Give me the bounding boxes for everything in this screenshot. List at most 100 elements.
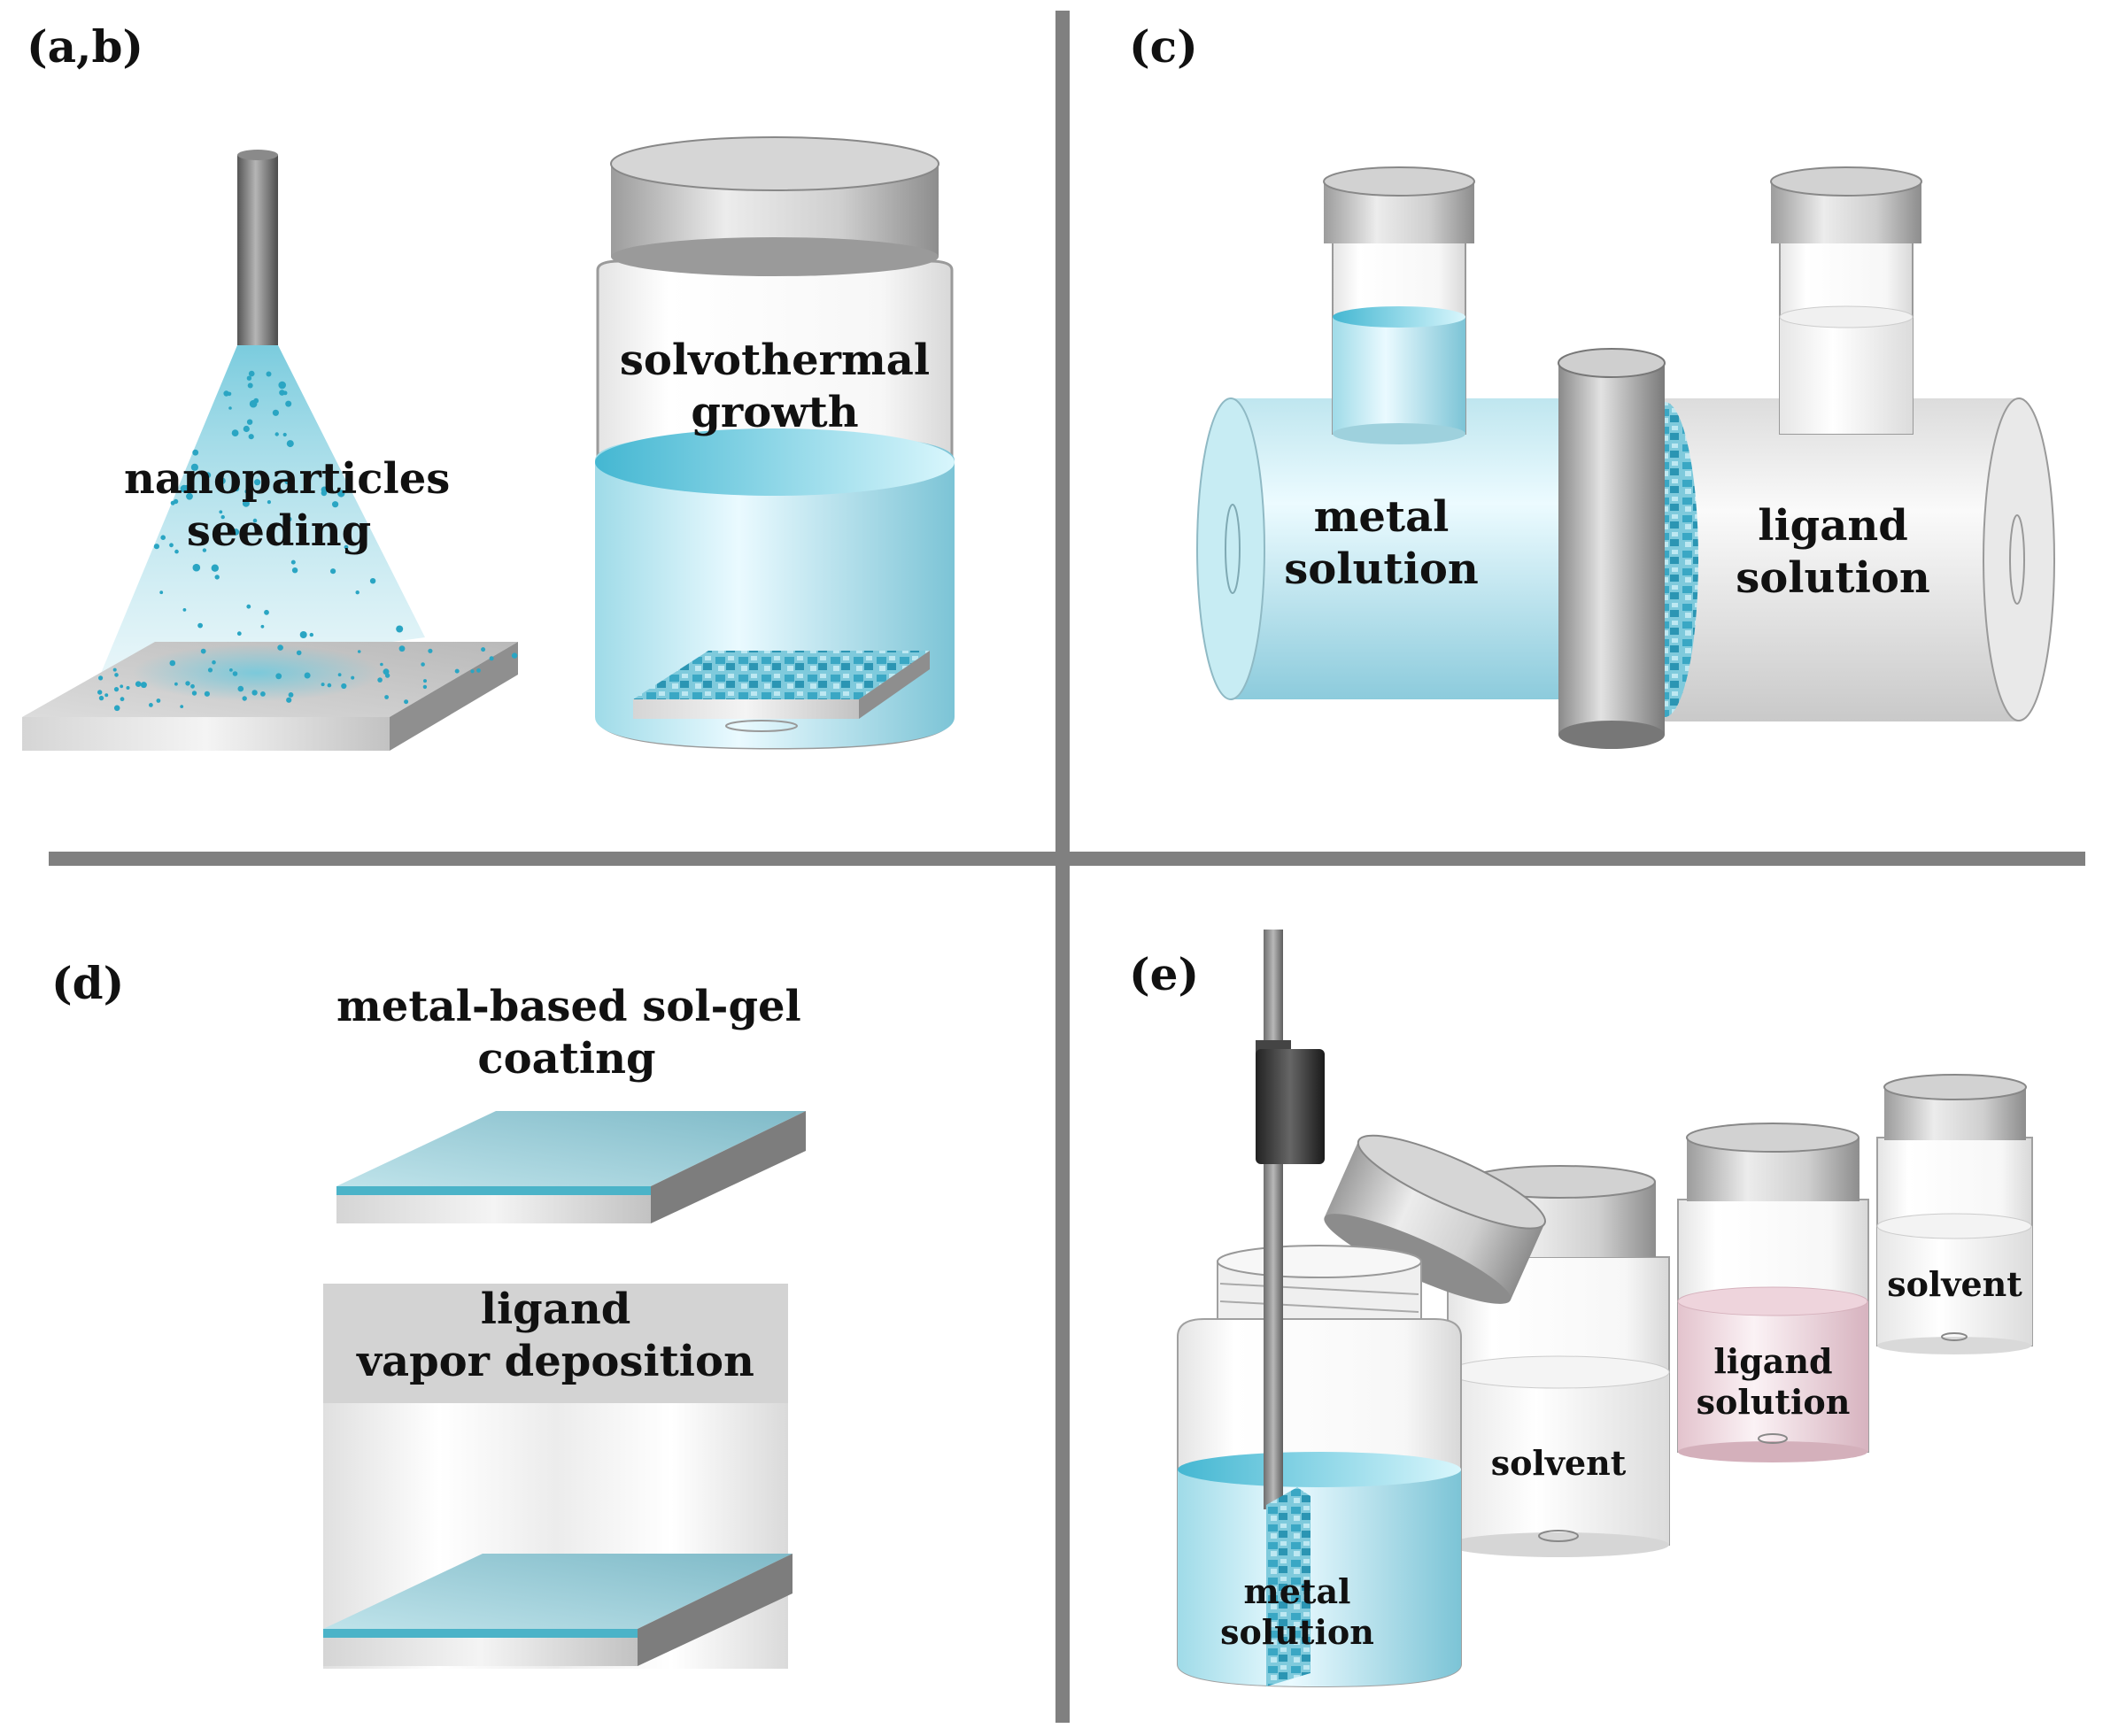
nanoparticle [173, 498, 179, 505]
panel-tag-c: (c) [1129, 20, 1198, 73]
nanoparticle [192, 563, 201, 572]
nanoparticle [355, 590, 360, 595]
nanoparticle [481, 647, 486, 652]
label-line: ligand [1713, 1341, 1833, 1381]
nanoparticle [266, 371, 272, 377]
nanoparticle [337, 490, 345, 498]
nanoparticle [174, 682, 178, 686]
nanoparticle [275, 673, 282, 680]
nanoparticle [120, 697, 125, 702]
panel-d [323, 1111, 806, 1669]
nanoparticle [247, 382, 253, 389]
label-line: seeding [186, 505, 372, 556]
nanoparticle [260, 624, 265, 629]
nanoparticle [200, 648, 206, 654]
nanoparticle [212, 660, 216, 665]
ligand-cylinder [1631, 397, 2055, 721]
nanoparticle [237, 685, 244, 692]
nanoparticle [149, 703, 153, 707]
coated-slab-bottom [323, 1554, 792, 1666]
nanoparticle [384, 695, 389, 699]
nanoparticle [229, 668, 233, 672]
nanoparticle [174, 549, 179, 554]
nanoparticle [423, 679, 427, 683]
label-line: metal [1313, 492, 1450, 542]
nanoparticle [244, 489, 250, 494]
nanoparticle [309, 632, 313, 637]
nanoparticle [511, 652, 518, 659]
nanoparticle [207, 667, 213, 673]
nanoparticle [160, 535, 166, 540]
solvent-vial-far [1876, 1074, 2033, 1354]
nanoparticle [267, 500, 271, 505]
nanoparticle [113, 687, 120, 692]
nanoparticle [242, 499, 250, 507]
nanoparticle [332, 501, 339, 508]
nanoparticle [396, 625, 404, 633]
nanoparticle [236, 631, 242, 637]
nanoparticle [291, 567, 298, 574]
panel-e [1177, 930, 2033, 1688]
nanoparticle [104, 693, 109, 698]
label-solvothermal-growth: solvothermal growth [611, 335, 939, 438]
nanoparticle [377, 677, 383, 683]
nanoparticle [288, 692, 294, 698]
dip-coater [1256, 930, 1325, 1686]
nanoparticle [192, 449, 199, 456]
nanoparticle [272, 409, 279, 416]
nanoparticle [337, 673, 342, 677]
nanoparticle [159, 590, 164, 595]
nanoparticle [286, 697, 292, 703]
nanoparticle [260, 691, 266, 697]
nanoparticle [232, 671, 238, 676]
nanoparticle [219, 477, 226, 484]
nanoparticle [214, 575, 220, 580]
nanoparticle [341, 683, 347, 690]
nanoparticle [248, 434, 254, 440]
spray-nozzle-icon [237, 150, 278, 345]
nanoparticle [284, 478, 291, 485]
label-solvent-mid: solvent [1490, 1443, 1627, 1483]
label-ligand-solution-e: ligand solution [1678, 1341, 1868, 1424]
nanoparticle [126, 686, 130, 690]
nanoparticle [398, 645, 406, 652]
label-nanoparticles-seeding: nanoparticles seeding [124, 453, 450, 557]
nanoparticle [421, 662, 425, 667]
solvothermal-jar [595, 259, 955, 750]
label-line: vapor deposition [357, 1336, 754, 1386]
metal-cylinder [1196, 397, 1576, 700]
nanoparticle [169, 543, 174, 548]
nanoparticle [369, 578, 376, 584]
nanoparticle [113, 705, 120, 712]
label-metal-solution-c: metal solution [1280, 491, 1483, 595]
nanoparticle [231, 429, 239, 436]
nanoparticle [186, 492, 193, 500]
nanoparticle [120, 684, 124, 689]
label-line: growth [691, 387, 859, 437]
label-line: ligand [1758, 501, 1908, 551]
nanoparticle [321, 486, 328, 493]
label-line: metal [1243, 1571, 1351, 1611]
nanoparticle [233, 485, 240, 492]
label-ligand-solution-c: ligand solution [1727, 500, 1939, 604]
nanoparticle [476, 668, 481, 673]
nanoparticle [296, 650, 302, 656]
nanoparticle [428, 648, 433, 653]
nanoparticle [253, 397, 259, 404]
panel-tag-e: (e) [1129, 948, 1200, 1000]
nanoparticle [98, 675, 104, 681]
nanoparticle [190, 683, 195, 689]
nanoparticle [190, 463, 198, 471]
nanoparticle [112, 667, 117, 672]
nanoparticle [219, 510, 223, 514]
label-solvent-far: solvent [1887, 1264, 2022, 1304]
label-line: ligand [480, 1285, 631, 1334]
nanoparticle [135, 681, 142, 687]
nanoparticle [286, 440, 294, 448]
nanoparticle [248, 370, 255, 377]
nanoparticle [422, 684, 428, 690]
nanoparticle [205, 472, 212, 479]
panel-tag-d: (d) [51, 957, 125, 1009]
panel-c [1196, 166, 2055, 749]
